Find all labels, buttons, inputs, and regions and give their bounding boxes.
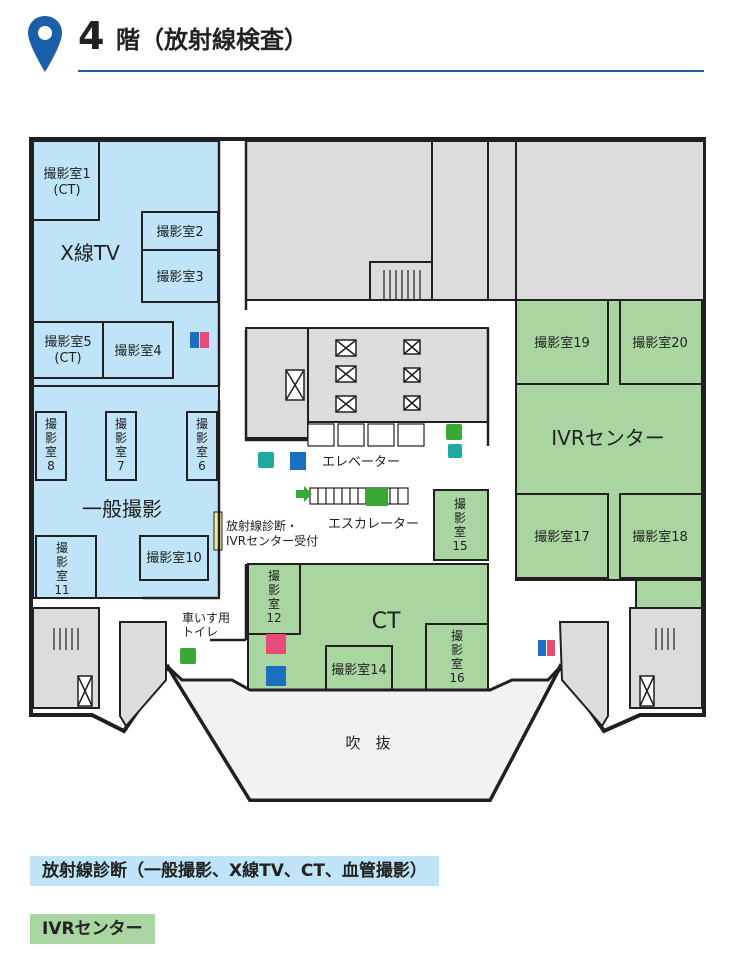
room-18 <box>619 493 703 579</box>
corner-block-left <box>119 621 167 728</box>
room-label-general: 一般撮影 <box>82 497 162 521</box>
room-10 <box>139 535 209 581</box>
room-17 <box>515 493 609 579</box>
elevator-buttons <box>307 423 425 447</box>
room-label-xtv: X線TV <box>60 241 120 265</box>
radiology-labels: 撮影室1(CT) X線TV 撮影室2 撮影室3 撮影室5(CT) 撮影室4 撮影… <box>43 166 208 597</box>
room-label-19: 撮影室19 <box>534 335 590 351</box>
wheelchair-toilet-label: 車いす用トイレ <box>182 611 230 639</box>
page-header: 4 階（放射線検査） <box>0 0 732 80</box>
room-label-20: 撮影室20 <box>632 335 688 351</box>
room-4 <box>102 321 174 379</box>
elevator-shaft <box>307 327 489 423</box>
service-block-2 <box>431 140 705 301</box>
floor-title: 階（放射線検査） <box>116 26 308 54</box>
radiology-area <box>32 140 220 599</box>
room-11 <box>35 535 97 599</box>
room-6 <box>186 411 218 481</box>
room-label-18: 撮影室18 <box>632 529 688 545</box>
room-label-17: 撮影室17 <box>534 529 590 545</box>
room-7 <box>105 411 137 481</box>
legend-ivr: IVRセンター <box>30 914 155 944</box>
room-label-3: 撮影室3 <box>156 269 203 285</box>
wheelchair-icon <box>180 424 462 664</box>
room-label-2: 撮影室2 <box>156 224 203 240</box>
room-12 <box>247 563 301 635</box>
room-1 <box>32 140 100 221</box>
room-8 <box>35 411 67 481</box>
ivr-corridor <box>635 579 703 609</box>
legend-radiology: 放射線診断（一般撮影、X線TV、CT、血管撮影） <box>30 856 439 886</box>
room-19 <box>515 299 609 385</box>
atm-icon <box>290 452 306 470</box>
escalator-icon <box>366 488 388 506</box>
room-14 <box>325 645 393 691</box>
elevator-label: エレベーター <box>322 455 400 470</box>
service-walls <box>369 141 517 300</box>
room-label-ct: CT <box>372 609 401 634</box>
room-label-ivr: IVRセンター <box>551 426 664 450</box>
room-label-1: 撮影室1(CT) <box>43 166 90 198</box>
phone-icon <box>258 444 462 468</box>
room-5 <box>32 321 104 379</box>
arrow-right-icon <box>296 486 312 502</box>
room-label-14: 撮影室14 <box>331 662 387 678</box>
corner-block-right <box>558 621 609 728</box>
floor-number: 4 <box>78 14 105 58</box>
location-pin-icon <box>28 16 62 72</box>
atrium <box>166 665 562 802</box>
escalator-label: エスカレーター <box>328 517 419 532</box>
toilet-icon <box>190 332 555 686</box>
stairs <box>53 270 675 650</box>
elevators <box>77 339 655 707</box>
service-block-1 <box>245 140 433 301</box>
reception-label: 放射線診断・IVRセンター受付 <box>226 518 318 548</box>
room-20 <box>619 299 703 385</box>
header-rule <box>78 70 704 72</box>
room-15 <box>433 489 489 561</box>
room-label-4: 撮影室4 <box>114 343 161 359</box>
facility-labels: エレベーター エスカレーター 放射線診断・IVRセンター受付 車いす用トイレ 吹… <box>182 455 419 752</box>
room-label-5: 撮影室5(CT) <box>44 334 91 366</box>
room-label-10: 撮影室10 <box>146 550 202 566</box>
ivr-area <box>247 299 703 691</box>
atrium-label: 吹 抜 <box>345 734 390 752</box>
